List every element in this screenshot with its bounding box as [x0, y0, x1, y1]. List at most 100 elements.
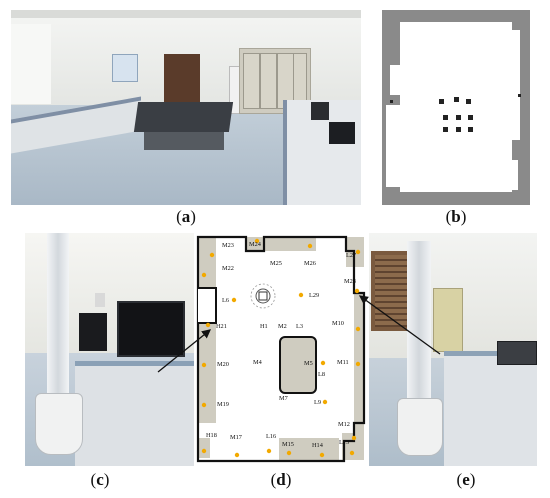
obstacle	[456, 115, 461, 120]
table-base	[144, 128, 224, 150]
marker	[354, 288, 360, 294]
label-H21: H21	[216, 323, 227, 330]
caption-c: (c)	[90, 470, 110, 489]
obstacle	[518, 94, 521, 97]
workbench	[444, 351, 537, 466]
marker	[307, 243, 313, 249]
door	[164, 54, 200, 106]
label-M12: M12	[338, 421, 350, 428]
obstacle	[466, 99, 471, 104]
marker	[205, 322, 211, 328]
monitor	[329, 122, 355, 144]
label-M7: M7	[279, 395, 288, 402]
marker	[201, 272, 207, 278]
robot-base	[35, 393, 83, 455]
label-M28: M28	[344, 278, 356, 285]
label-H18: H18	[206, 432, 217, 439]
marker	[355, 249, 361, 255]
free-space	[390, 65, 402, 95]
robot-base	[397, 398, 443, 456]
obstacle	[439, 99, 444, 104]
label-M25: M25	[270, 260, 282, 267]
label-M17: M17	[230, 434, 242, 441]
label-M23: M23	[222, 242, 234, 249]
labelled-map-d: M23 M24 M25 M26 L27 M22 M28 L6 L29 H21 H…	[194, 233, 368, 466]
label-H1: H1	[260, 323, 268, 330]
free-space	[400, 22, 512, 192]
marker	[322, 399, 328, 405]
occupancy-map-b	[382, 10, 530, 205]
obstacle	[468, 115, 473, 120]
label-L3: L3	[296, 323, 303, 330]
caption-e: (e)	[456, 470, 476, 489]
marker	[201, 448, 207, 454]
obstacle	[468, 127, 473, 132]
robot-uv-lamp	[47, 233, 69, 423]
marker	[201, 402, 207, 408]
lab-photo-c	[25, 233, 195, 466]
label-L6: L6	[222, 297, 229, 304]
computer	[311, 102, 329, 120]
label-L27: L27	[346, 252, 356, 259]
marker	[351, 435, 357, 441]
wall-sign	[95, 293, 105, 307]
label-M11: M11	[337, 359, 349, 366]
obstacle	[443, 115, 448, 120]
marker	[320, 360, 326, 366]
label-L13: L13	[339, 439, 349, 446]
obstacle	[443, 127, 448, 132]
marker	[355, 326, 361, 332]
marker	[298, 292, 304, 298]
label-M2: M2	[278, 323, 287, 330]
marker	[209, 252, 215, 258]
label-M19: M19	[217, 401, 229, 408]
label-M22: M22	[222, 265, 234, 272]
marker	[231, 297, 237, 303]
obstacle	[456, 127, 461, 132]
obstacle	[390, 100, 393, 103]
marker	[201, 362, 207, 368]
cabinets	[239, 48, 311, 114]
free-space	[506, 30, 520, 140]
caption-d: (d)	[270, 470, 292, 489]
map-boundary	[196, 235, 366, 463]
robot-start-icon	[250, 283, 276, 309]
cabinet	[433, 288, 463, 352]
marker	[349, 450, 355, 456]
label-L16: L16	[266, 433, 276, 440]
lab-photo-a	[11, 10, 361, 205]
wall-notch	[198, 287, 217, 324]
marker	[319, 452, 325, 458]
caption-b: (b)	[445, 207, 467, 226]
window-blinds	[371, 251, 411, 331]
marker	[234, 452, 240, 458]
free-space	[502, 160, 518, 190]
ceiling	[11, 10, 361, 18]
marker	[266, 448, 272, 454]
notice-board	[112, 54, 138, 82]
lab-photo-e	[369, 233, 537, 466]
computer-tower	[79, 313, 107, 351]
marker	[286, 450, 292, 456]
window	[11, 24, 51, 104]
marker	[355, 361, 361, 367]
label-M24: M24	[249, 241, 262, 248]
label-M26: M26	[304, 260, 316, 267]
label-M4: M4	[253, 359, 263, 366]
workbench	[75, 361, 195, 466]
central-table	[279, 336, 317, 394]
label-L9: L9	[314, 399, 321, 406]
label-H14: H14	[312, 442, 324, 449]
instrument	[497, 341, 537, 365]
free-space	[386, 105, 404, 187]
optical-table	[133, 102, 234, 132]
label-M15: M15	[282, 441, 294, 448]
label-L8: L8	[318, 371, 325, 378]
markers	[201, 238, 361, 458]
monitor	[117, 301, 185, 357]
marker	[254, 238, 260, 244]
caption-a: (a)	[176, 207, 196, 226]
label-M5: M5	[304, 360, 313, 367]
label-M20: M20	[217, 361, 229, 368]
obstacle	[454, 97, 459, 102]
